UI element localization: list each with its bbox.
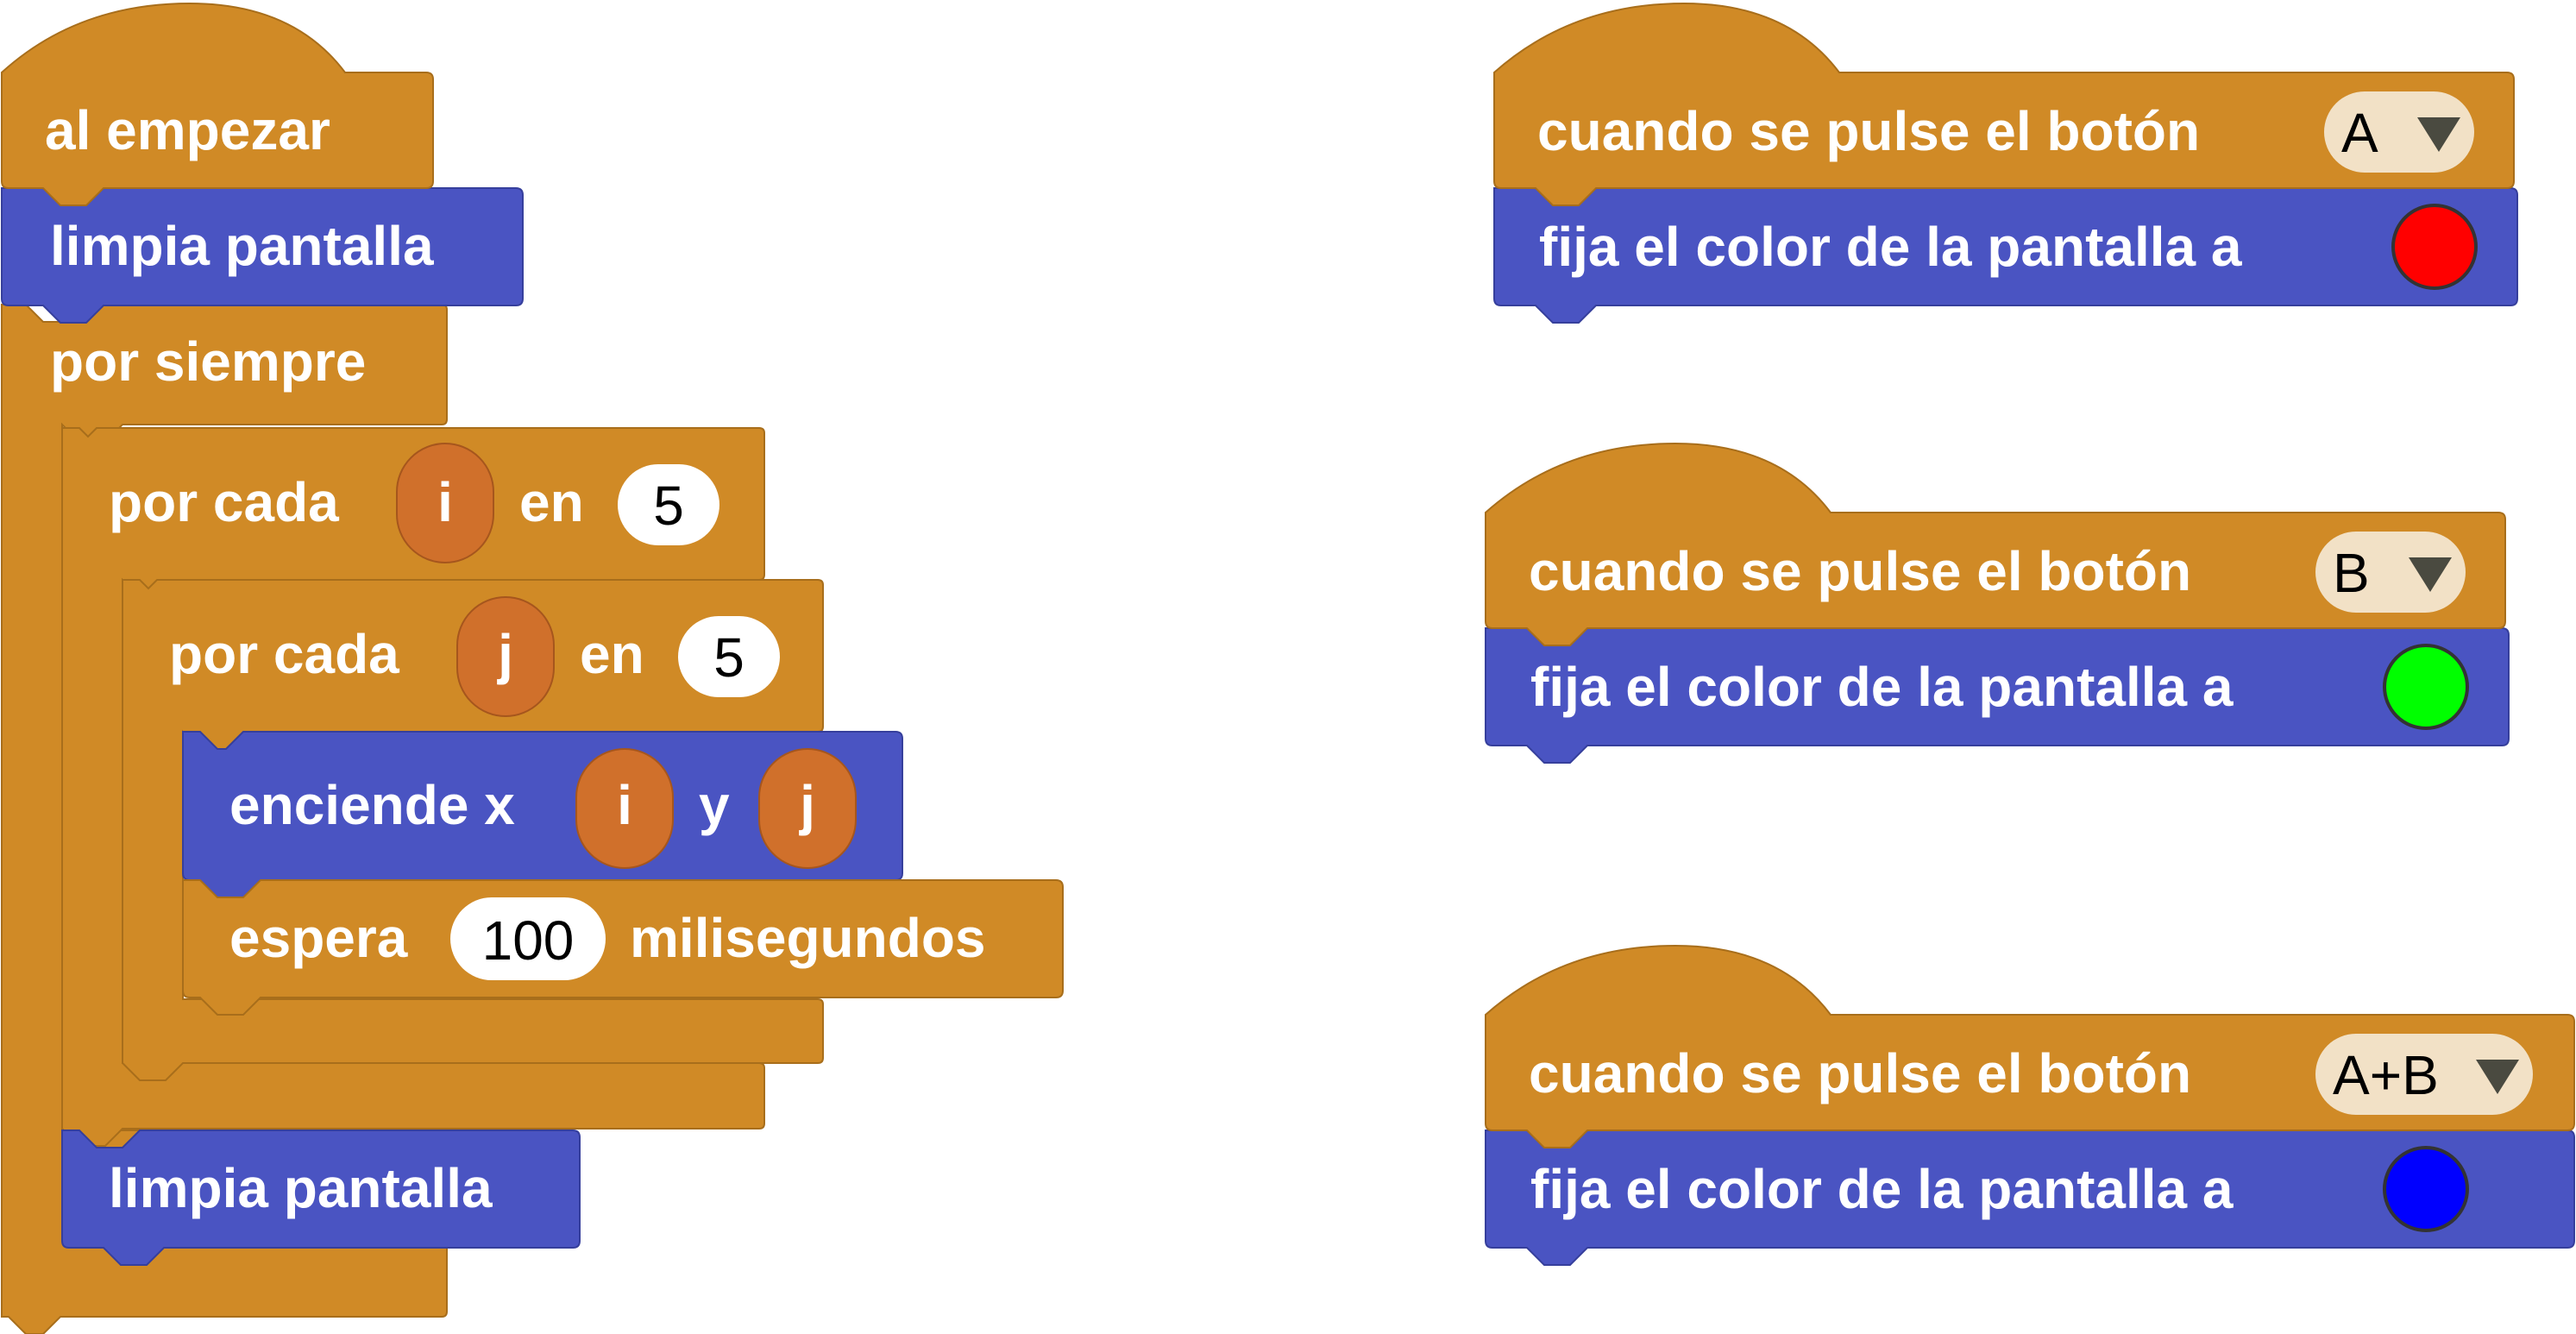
pause-label: espera [229, 907, 408, 969]
on-button-pressed-block[interactable] [1485, 442, 2506, 646]
clear-screen-block-2[interactable] [61, 1129, 581, 1266]
main-script: al empezar limpia pantalla por siempre p… [0, 2, 1064, 1334]
button-dropdown[interactable] [2315, 1034, 2533, 1115]
on-button-pressed-label: cuando se pulse el botón [1529, 540, 2191, 602]
triangle-down-icon[interactable] [2476, 1060, 2519, 1094]
color-swatch-red[interactable] [2391, 204, 2478, 290]
set-screen-color-label: fija el color de la pantalla a [1530, 1158, 2234, 1220]
plot-x-variable-pill[interactable] [575, 748, 674, 869]
button-dropdown[interactable] [2315, 532, 2466, 613]
for-inner-count-field[interactable] [678, 616, 780, 697]
button-dropdown-value: B [2333, 542, 2370, 604]
on-start-label: al empezar [45, 99, 330, 161]
clear-screen-label-1: limpia pantalla [50, 215, 434, 277]
for-inner-count-value: 5 [713, 626, 745, 689]
plot-y-variable-label: j [799, 774, 815, 836]
set-screen-color-block[interactable] [1485, 627, 2510, 764]
set-screen-color-label: fija el color de la pantalla a [1539, 216, 2242, 278]
plot-y-variable-pill[interactable] [758, 748, 857, 869]
variable-j-pill[interactable] [456, 596, 555, 717]
forever-label: por siempre [50, 330, 366, 393]
plot-block[interactable] [182, 731, 903, 898]
on-button-pressed-label: cuando se pulse el botón [1529, 1042, 2191, 1104]
for-outer-count-field[interactable] [618, 464, 719, 545]
on-button-pressed-label: cuando se pulse el botón [1537, 100, 2200, 162]
color-swatch-blue[interactable] [2383, 1146, 2469, 1232]
set-screen-color-label: fija el color de la pantalla a [1530, 656, 2234, 718]
clear-screen-block-1[interactable] [1, 187, 524, 324]
plot-label: enciende x [229, 774, 515, 836]
for-outer-label: por cada [109, 471, 339, 533]
button-dropdown-value: A [2341, 102, 2378, 164]
pause-value: 100 [482, 909, 575, 972]
triangle-down-icon[interactable] [2409, 557, 2452, 592]
variable-i-label: i [437, 471, 453, 533]
color-swatch-green[interactable] [2383, 644, 2469, 730]
for-inner-label: por cada [169, 623, 399, 685]
plot-y-label: y [699, 774, 730, 836]
for-inner-in-label: en [580, 623, 644, 685]
pause-value-field[interactable] [450, 897, 606, 980]
for-outer-in-label: en [519, 471, 584, 533]
button-dropdown-value: A+B [2333, 1044, 2439, 1106]
on-button-pressed-block[interactable] [1485, 944, 2575, 1148]
variable-j-label: j [497, 623, 513, 685]
variable-i-pill[interactable] [396, 443, 494, 563]
on-start-block[interactable] [0, 2, 434, 206]
set-screen-color-block[interactable] [1493, 187, 2518, 324]
pause-block[interactable] [182, 879, 1064, 1016]
pause-unit-label: milisegundos [630, 907, 986, 969]
button-dropdown[interactable] [2324, 91, 2474, 173]
button-handler-3: cuando se pulse el botón A+B fija el color… [1485, 944, 2575, 1266]
on-button-pressed-block[interactable] [1493, 2, 2515, 206]
clear-screen-label-2: limpia pantalla [109, 1157, 493, 1219]
for-outer-count-value: 5 [653, 475, 684, 537]
plot-x-variable-label: i [617, 774, 632, 836]
triangle-down-icon[interactable] [2417, 117, 2460, 152]
